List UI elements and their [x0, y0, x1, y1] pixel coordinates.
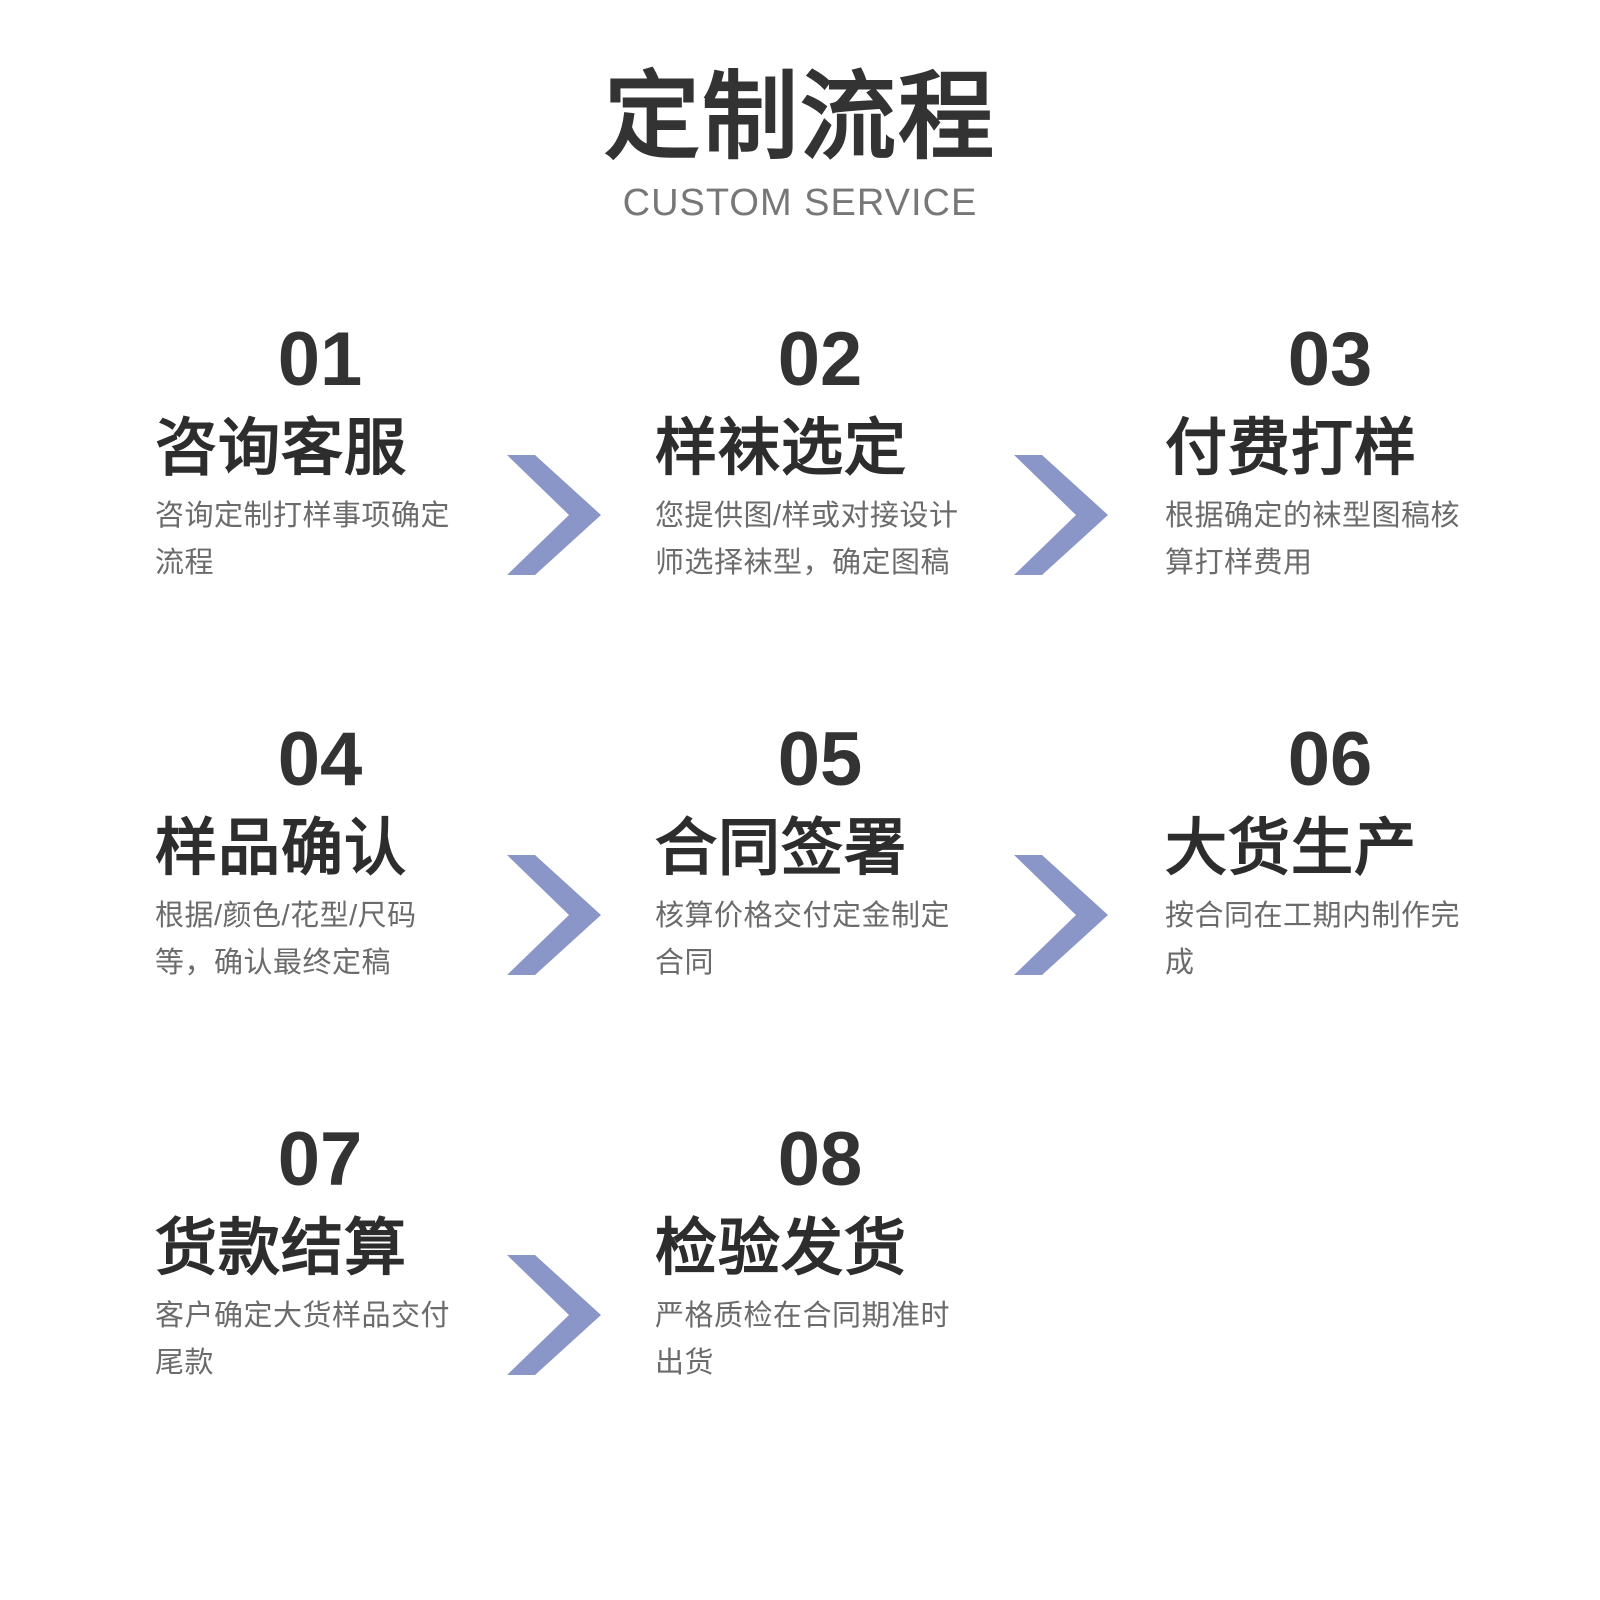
- chevron-right-icon: [503, 855, 601, 975]
- step-number: 06: [1287, 717, 1373, 802]
- step-number: 05: [777, 717, 863, 802]
- step-number: 08: [777, 1117, 863, 1202]
- step-description: 严格质检在合同期准时出货: [655, 1300, 951, 1380]
- step-description: 根据确定的袜型图稿核算打样费用: [1165, 500, 1461, 580]
- step-title: 合同签署: [655, 814, 908, 883]
- step-title: 样品确认: [155, 814, 408, 883]
- step-card-06: 06 大货生产 按合同在工期内制作完成: [1165, 722, 1495, 987]
- step-description: 咨询定制打样事项确定流程: [155, 500, 451, 580]
- step-number: 03: [1287, 317, 1373, 402]
- step-card-04: 04 样品确认 根据/颜色/花型/尺码等，确认最终定稿: [155, 722, 485, 987]
- step-description: 核算价格交付定金制定合同: [655, 900, 951, 980]
- step-title: 付费打样: [1165, 414, 1418, 483]
- steps-row-2: 04 样品确认 根据/颜色/花型/尺码等，确认最终定稿 05 合同签署 核算价格…: [0, 722, 1600, 1122]
- steps-grid: 01 咨询客服 咨询定制打样事项确定流程 02 样袜选定 您提供图/样或对接设计…: [0, 322, 1600, 1522]
- step-description: 按合同在工期内制作完成: [1165, 900, 1461, 980]
- step-card-02: 02 样袜选定 您提供图/样或对接设计师选择袜型，确定图稿: [655, 322, 985, 587]
- steps-row-1: 01 咨询客服 咨询定制打样事项确定流程 02 样袜选定 您提供图/样或对接设计…: [0, 322, 1600, 722]
- step-title: 咨询客服: [155, 414, 408, 483]
- step-number: 07: [277, 1117, 363, 1202]
- step-title: 货款结算: [155, 1214, 408, 1283]
- chevron-right-icon: [503, 1255, 601, 1375]
- step-card-08: 08 检验发货 严格质检在合同期准时出货: [655, 1122, 985, 1387]
- step-description: 客户确定大货样品交付尾款: [155, 1300, 451, 1380]
- chevron-right-icon: [503, 455, 601, 575]
- step-description: 根据/颜色/花型/尺码等，确认最终定稿: [155, 900, 417, 980]
- chevron-right-icon: [1010, 455, 1108, 575]
- step-card-01: 01 咨询客服 咨询定制打样事项确定流程: [155, 322, 485, 587]
- step-title: 大货生产: [1165, 814, 1418, 883]
- page-subtitle: CUSTOM SERVICE: [622, 182, 978, 224]
- step-number: 04: [277, 717, 363, 802]
- page-title: 定制流程: [604, 64, 996, 171]
- step-card-03: 03 付费打样 根据确定的袜型图稿核算打样费用: [1165, 322, 1495, 587]
- step-description: 您提供图/样或对接设计师选择袜型，确定图稿: [655, 500, 959, 580]
- header: 定制流程 CUSTOM SERVICE: [0, 64, 1600, 224]
- step-title: 样袜选定: [655, 414, 908, 483]
- steps-row-3: 07 货款结算 客户确定大货样品交付尾款 08 检验发货 严格质检在合同期准时出…: [0, 1122, 1600, 1522]
- chevron-right-icon: [1010, 855, 1108, 975]
- step-number: 01: [277, 317, 363, 402]
- step-title: 检验发货: [655, 1214, 908, 1283]
- step-card-07: 07 货款结算 客户确定大货样品交付尾款: [155, 1122, 485, 1387]
- step-number: 02: [777, 317, 863, 402]
- step-card-05: 05 合同签署 核算价格交付定金制定合同: [655, 722, 985, 987]
